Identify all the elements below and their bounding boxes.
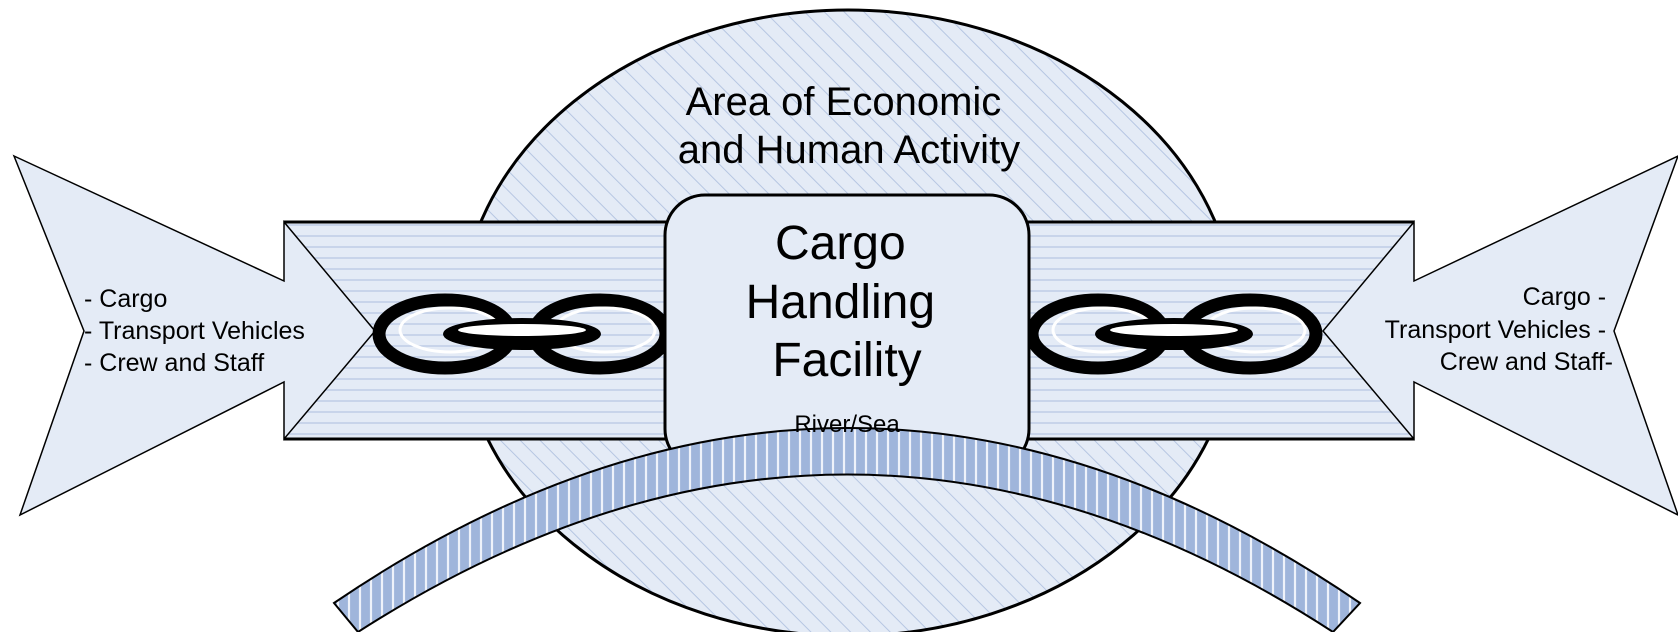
right-inbound-arrow	[1322, 155, 1678, 516]
right-flow-item-vehicles: Transport Vehicles -	[1385, 316, 1606, 344]
left-flow-list: - Cargo - Transport Vehicles - Crew and …	[84, 285, 312, 377]
facility-title-line-1: Cargo	[775, 217, 906, 270]
river-sea-arc	[332, 427, 1362, 632]
facility-title-line-3: Facility	[772, 334, 921, 387]
river-sea-label: River/Sea	[794, 411, 900, 438]
left-flow-item-vehicles: - Transport Vehicles	[84, 317, 305, 345]
left-flow-item-cargo: - Cargo	[84, 285, 167, 313]
activity-area-title: Area of Economic and Human Activity	[678, 80, 1020, 172]
facility-title-line-2: Handling	[746, 276, 935, 329]
activity-area-title-line-1: Area of Economic	[686, 80, 1002, 124]
right-flow-item-crew: Crew and Staff-	[1440, 348, 1613, 376]
right-chain-icon	[1025, 293, 1323, 375]
left-inbound-arrow	[12, 154, 376, 517]
right-flow-list: Cargo - Transport Vehicles - Crew and St…	[1385, 283, 1613, 376]
activity-area-title-line-2: and Human Activity	[678, 128, 1020, 172]
left-flow-item-crew: - Crew and Staff	[84, 349, 264, 377]
facility-title: Cargo Handling Facility	[746, 217, 949, 387]
right-flow-item-cargo: Cargo -	[1523, 283, 1606, 311]
